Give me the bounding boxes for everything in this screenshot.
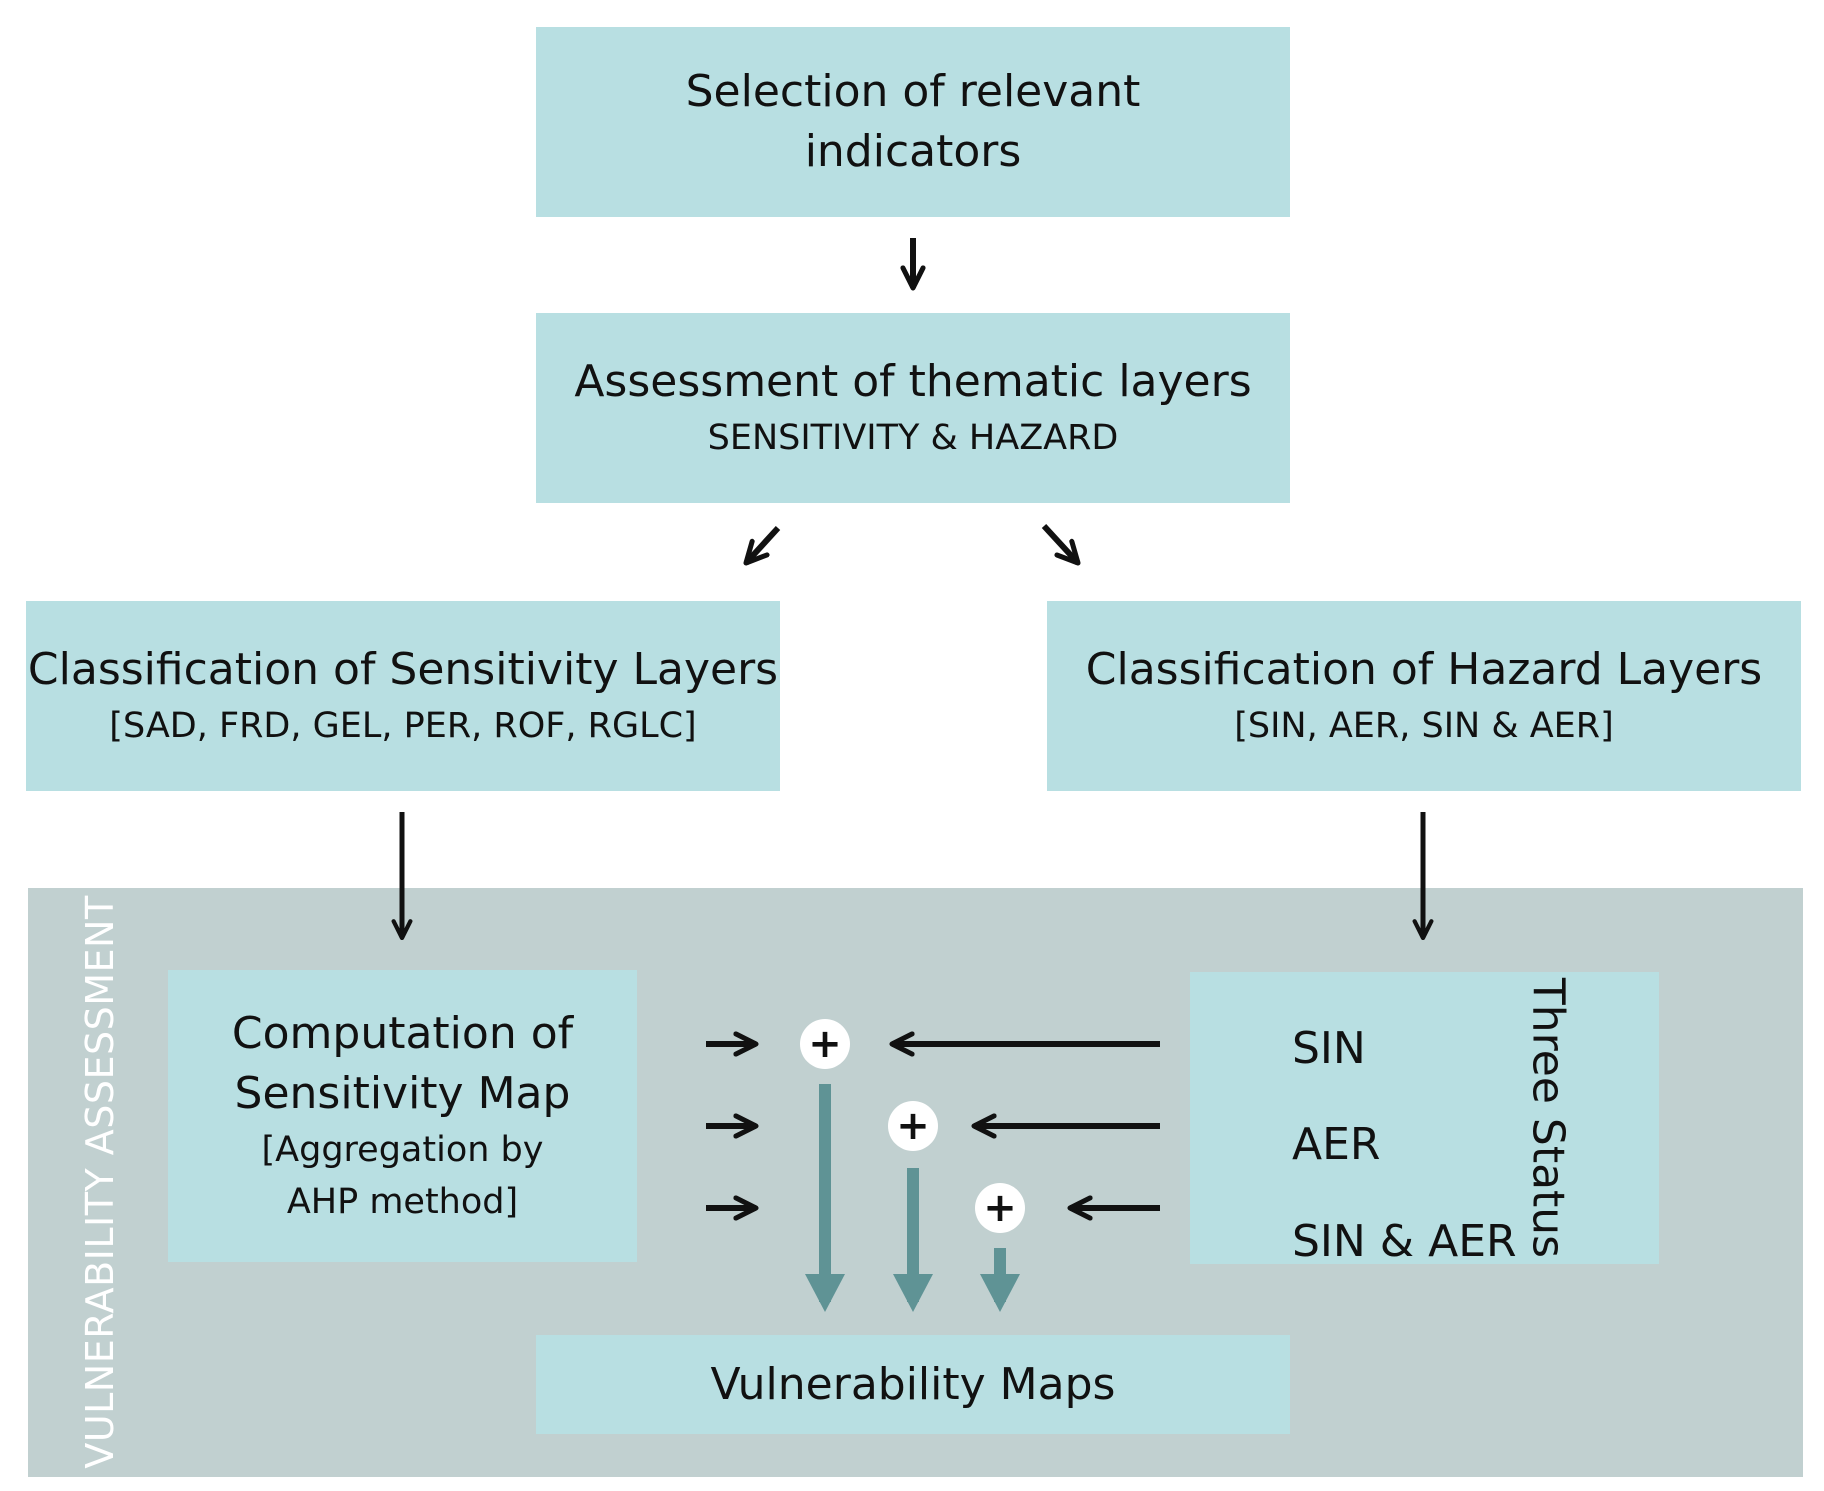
arrow-assessment-to-sensitivity [743,525,781,566]
hazard-classification-box: Classification of Hazard Layers [SIN, AE… [1047,601,1801,791]
computation-line-2: Sensitivity Map [234,1068,571,1119]
hazard-classification-title: Classification of Hazard Layers [1085,644,1763,695]
vulnerability-maps-box: Vulnerability Maps [536,1335,1290,1434]
status-item-sin-aer: SIN & AER [1292,1216,1517,1267]
sensitivity-classification-items: [SAD, FRD, GEL, PER, ROF, RGLC] [109,706,697,746]
computation-line-4: AHP method] [286,1182,519,1222]
hazard-classification-items: [SIN, AER, SIN & AER] [1234,706,1614,746]
vulnerability-maps-label: Vulnerability Maps [710,1358,1116,1410]
three-status-box: SIN AER SIN & AER Three Status [1190,972,1659,1267]
selection-line-1: Selection of relevant [685,66,1141,117]
selection-line-2: indicators [804,126,1022,177]
output-arrow-2-head [893,1274,933,1312]
assessment-subtitle: SENSITIVITY & HAZARD [707,418,1119,458]
plus-operator-1: + [800,1019,850,1069]
output-arrow-1-head [805,1274,845,1312]
status-item-aer: AER [1292,1119,1381,1170]
thematic-assessment-box: Assessment of thematic layers SENSITIVIT… [536,313,1290,503]
output-arrow-3-head [980,1274,1020,1312]
selection-indicators-box: Selection of relevant indicators [536,27,1290,217]
output-arrow-2-shaft [907,1168,919,1302]
sensitivity-map-computation-box: Computation of Sensitivity Map [Aggregat… [168,970,637,1262]
assessment-title: Assessment of thematic layers [574,356,1252,407]
sensitivity-classification-title: Classification of Sensitivity Layers [27,644,779,695]
plus-operator-3: + [975,1183,1025,1233]
computation-line-3: [Aggregation by [261,1130,544,1170]
sensitivity-classification-box: Classification of Sensitivity Layers [SA… [26,601,780,791]
output-arrows [805,1084,1020,1312]
status-item-sin: SIN [1292,1023,1366,1074]
computation-line-1: Computation of [231,1008,574,1059]
plus-operator-2: + [888,1101,938,1151]
arrow-assessment-to-hazard [1041,523,1081,566]
output-arrow-1-shaft [819,1084,831,1302]
